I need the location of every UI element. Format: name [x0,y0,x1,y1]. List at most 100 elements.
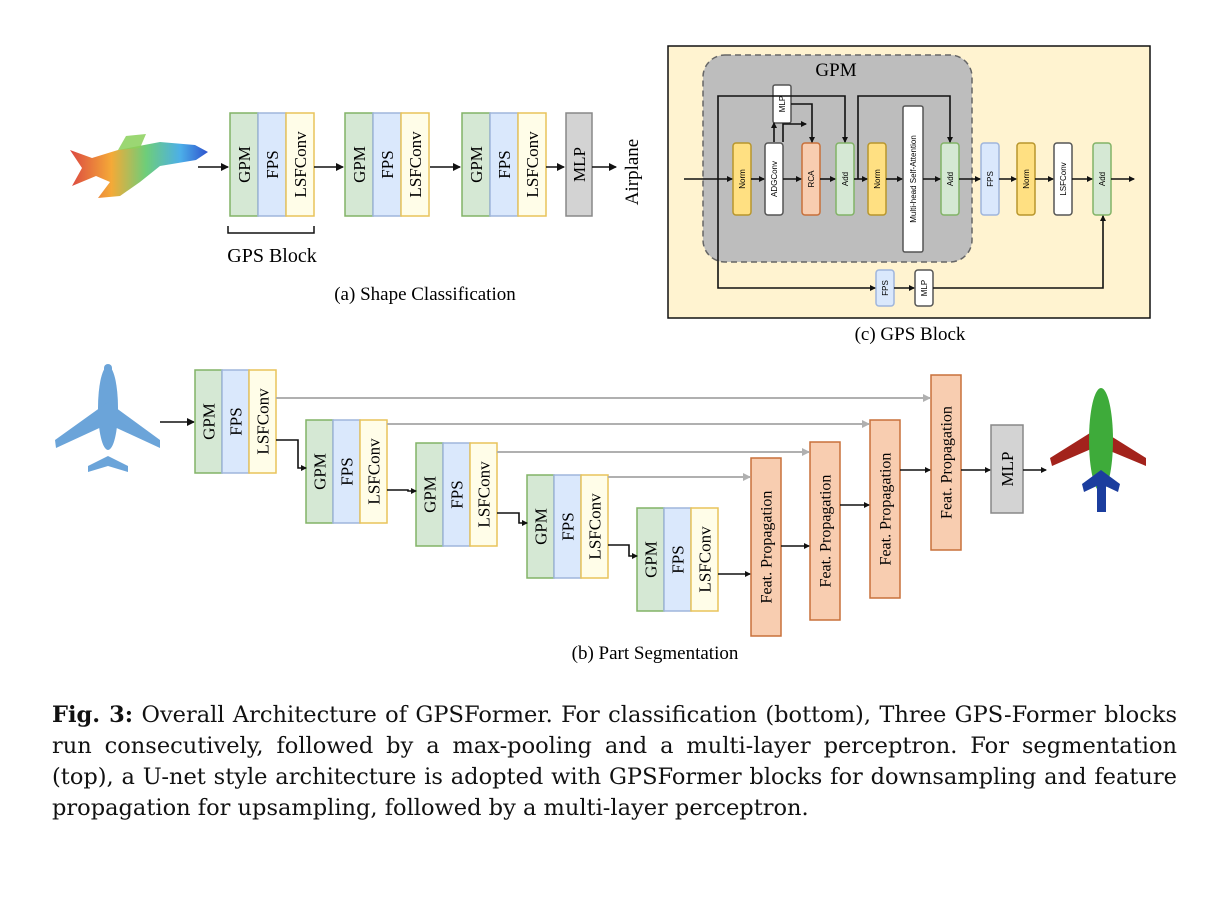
gpm-box-a1-label: GPM [235,146,254,183]
segmented-airplane-pointcloud [1050,388,1146,512]
gpm-box-a3: GPM [461,112,491,217]
rca-box: RCA [801,142,821,216]
adgconv-box: ADGConv [764,142,784,216]
lsfconv-box-b4: LSFConv [580,474,609,579]
fps-box-b2: FPS [332,419,361,524]
norm-box-2-label: Norm [873,169,882,189]
lsfconv-box-b3-label: LSFConv [474,461,493,528]
mhsa-box: Multi-head Self-Attention [902,105,924,253]
lsfconv-box-b3: LSFConv [469,442,498,547]
add-box-2: Add [940,142,960,216]
panel-c-caption: (c) GPS Block [855,324,966,345]
c-mlp-to-rca [791,103,815,143]
gpm-region-title: GPM [815,60,856,81]
feat-propagation-box-3: Feat. Propagation [869,419,901,599]
feat-propagation-box-3-label: Feat. Propagation [878,453,895,566]
lsfconv-box-a1-label: LSFConv [291,131,310,198]
lsfconv-box-a3: LSFConv [517,112,547,217]
feat-propagation-box-2: Feat. Propagation [809,441,841,621]
feat-propagation-box-2-label: Feat. Propagation [818,475,835,588]
gpm-box-b5-label: GPM [641,541,660,578]
fps-box-a3-label: FPS [495,150,514,178]
gpm-box-b2-label: GPM [310,453,329,490]
panel-b-caption: (b) Part Segmentation [572,643,739,664]
fps-box-c-label: FPS [986,171,995,187]
gpm-box-a2: GPM [344,112,374,217]
c-residual-1 [717,95,848,179]
rca-box-label: RCA [807,170,816,188]
c-bottom-to-add3 [933,215,1106,289]
arrow-down-2 [497,512,528,526]
mlp-box-a-label: MLP [570,147,589,182]
mlp-box-b: MLP [990,424,1024,514]
fps-box-b1: FPS [221,369,250,474]
lsfconv-box-c: LSFConv [1053,142,1073,216]
arrow-down-1 [387,488,417,494]
fps-box-b1-label: FPS [226,407,245,435]
feat-propagation-box-1-label: Feat. Propagation [759,491,776,604]
feat-propagation-box-4-label: Feat. Propagation [939,406,956,519]
c-residual-2 [857,95,953,179]
add-box-2-label: Add [946,172,955,186]
fps-box-b5-label: FPS [668,545,687,573]
gpm-box-b3: GPM [415,442,444,547]
gps-block-bracket [227,226,315,234]
fps-box-b4: FPS [553,474,582,579]
mlp-box-c-top-label: MLP [778,96,787,112]
arrow-down-0 [276,439,307,471]
c-adg-branch [782,121,807,142]
fps-box-a3: FPS [489,112,519,217]
norm-box-3-label: Norm [1022,169,1031,189]
fps-box-b5: FPS [663,507,692,612]
lsfconv-box-b4-label: LSFConv [585,493,604,560]
lsfconv-box-a2-label: LSFConv [406,131,425,198]
gpm-box-a1: GPM [229,112,259,217]
fps-box-a2: FPS [372,112,402,217]
gpm-box-b4-label: GPM [531,508,550,545]
lsfconv-box-b2-label: LSFConv [364,438,383,505]
lsfconv-box-b2: LSFConv [359,419,388,524]
fps-box-b4-label: FPS [558,512,577,540]
mhsa-box-label: Multi-head Self-Attention [909,135,918,223]
fps-box-a2-label: FPS [378,150,397,178]
lsfconv-box-a1: LSFConv [285,112,315,217]
fps-box-b2-label: FPS [337,457,356,485]
mlp-box-c-low-label: MLP [920,280,929,296]
feat-propagation-box-4: Feat. Propagation [930,374,962,551]
lsfconv-box-b5-label: LSFConv [695,526,714,593]
fps-box-c: FPS [980,142,1000,216]
norm-box-3: Norm [1016,142,1036,216]
norm-box-2: Norm [867,142,887,216]
figure-label: Fig. 3: [52,702,134,728]
lsfconv-box-b1-label: LSFConv [253,388,272,455]
norm-box-1: Norm [732,142,752,216]
blue-airplane-pointcloud [55,364,160,472]
gpm-box-b4: GPM [526,474,555,579]
lsfconv-box-b1: LSFConv [248,369,277,474]
fps-box-c-low: FPS [875,269,895,307]
panel-a-classification: GPM FPS LSFConv GPM FPS LSFConv GPM FPS LSFConv M… [198,112,617,217]
arrow-down-3 [608,544,638,559]
fps-box-b3-label: FPS [447,480,466,508]
gpm-box-a3-label: GPM [467,146,486,183]
feat-propagation-box-1: Feat. Propagation [750,457,782,637]
gpm-box-b2: GPM [305,419,334,524]
gpm-box-b5: GPM [636,507,665,612]
gpm-box-b3-label: GPM [420,476,439,513]
lsfconv-box-b5: LSFConv [690,507,719,612]
figure-caption-text: Overall Architecture of GPSFormer. For c… [52,702,1177,821]
mlp-box-c-top: MLP [772,84,792,124]
fps-box-a1: FPS [257,112,287,217]
add-box-3: Add [1092,142,1112,216]
norm-box-1-label: Norm [738,169,747,189]
figure-caption: Fig. 3: Overall Architecture of GPSForme… [52,700,1177,824]
add-box-1-label: Add [841,172,850,186]
mlp-box-b-label: MLP [998,452,1017,487]
lsfconv-box-a3-label: LSFConv [523,131,542,198]
gpm-box-b1: GPM [194,369,223,474]
gpm-box-a2-label: GPM [350,146,369,183]
fps-box-a1-label: FPS [263,150,282,178]
